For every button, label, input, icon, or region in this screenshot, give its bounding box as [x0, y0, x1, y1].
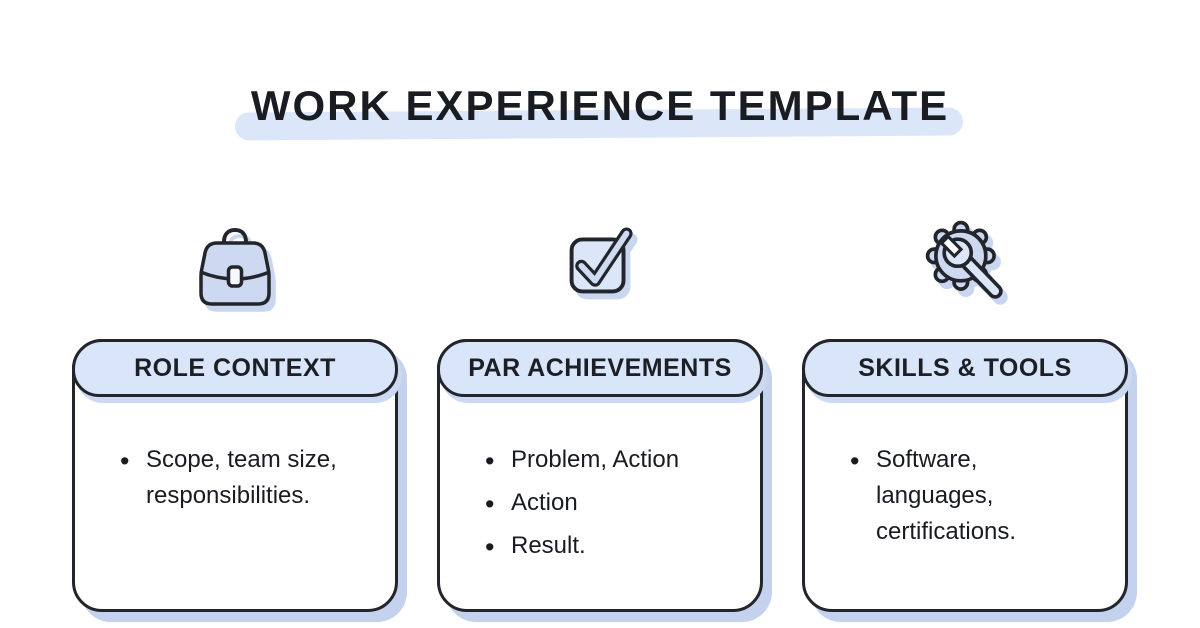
bullet-item: Problem, Action	[484, 441, 742, 482]
bullet-list: Problem, ActionActionResult.	[440, 400, 760, 568]
checkbox-check-icon	[569, 227, 633, 294]
card-role-context: ROLE CONTEXT Scope, team size, responsib…	[72, 339, 398, 613]
bullet-item: Scope, team size, responsibilities.	[119, 441, 377, 514]
icon-row	[0, 204, 1200, 312]
icon-cell-skills-tools	[802, 204, 1128, 312]
card-header-role-context: ROLE CONTEXT	[72, 339, 398, 398]
card-body-par-achievements: Problem, ActionActionResult.	[440, 400, 760, 609]
card-header-par-achievements: PAR ACHIEVEMENTS	[437, 339, 763, 398]
bullet-list: Scope, team size, responsibilities.	[75, 400, 395, 514]
card-skills-tools: SKILLS & TOOLS Software, languages, cert…	[802, 339, 1128, 613]
card-title: PAR ACHIEVEMENTS	[468, 353, 732, 382]
briefcase-icon	[199, 228, 271, 306]
card-title: ROLE CONTEXT	[134, 353, 336, 382]
bullet-item: Result.	[484, 527, 742, 568]
icon-cell-role-context	[72, 204, 398, 312]
card-par-achievements: PAR ACHIEVEMENTS Problem, ActionActionRe…	[437, 339, 763, 613]
gear-wrench-icon	[925, 220, 1003, 299]
bullet-list: Software, languages, certifications.	[805, 400, 1125, 550]
page-title: WORK EXPERIENCE TEMPLATE	[250, 82, 950, 130]
icon-cell-par-achievements	[437, 204, 763, 312]
bullet-item: Action	[484, 484, 742, 525]
card-header-skills-tools: SKILLS & TOOLS	[802, 339, 1128, 398]
card-body-skills-tools: Software, languages, certifications.	[805, 400, 1125, 609]
card-body-role-context: Scope, team size, responsibilities.	[75, 400, 395, 609]
title-block: WORK EXPERIENCE TEMPLATE	[0, 54, 1200, 158]
bullet-item: Software, languages, certifications.	[849, 441, 1107, 550]
cards-row: ROLE CONTEXT Scope, team size, responsib…	[0, 339, 1200, 613]
card-title: SKILLS & TOOLS	[858, 353, 1072, 382]
